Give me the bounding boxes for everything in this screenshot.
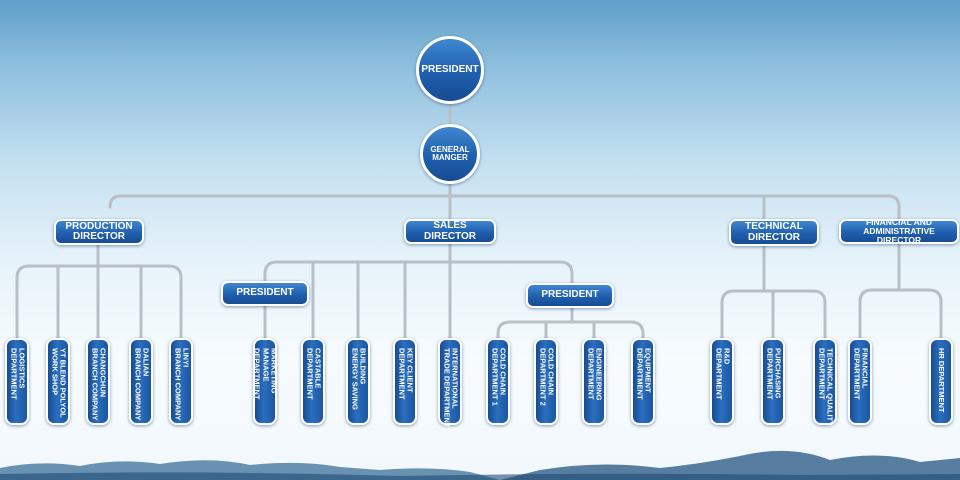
dept-label-line3: DEPARTMENT [252,348,262,400]
dept-label-line1: YT BLEND POLYOL [58,348,68,418]
connector-financial-bus [858,288,943,342]
dept-label-line1: TECHNICAL QUALITY [825,348,835,427]
dept-label-line1: LINYI [181,348,191,368]
production-director-node[interactable]: PRODUCTION DIRECTOR [54,219,144,245]
dept-label-line2: DEPARTMENT [852,348,861,400]
general-manager-label-line2: MANGER [432,153,468,162]
dept-label-line2: BRANCH COMPANY [173,348,182,421]
president-label: PRESIDENT [421,63,479,75]
general-manager-label-line1: GENERAL [430,144,470,154]
dept-label-line2: BRANCH COMPANY [133,348,142,421]
dept-label-line1: COLD CHAIN [498,348,508,396]
dept-label-line2: DEPARTMENT 1 [490,348,499,406]
mountain-backdrop [0,450,960,480]
production-director-label-line2: DIRECTOR [72,231,126,242]
dept-label-line2: BRANCH COMPANY [90,348,99,421]
dept-label-line1: HR DEPARTMENT [937,348,947,413]
connector-sales-bus [263,260,574,286]
general-manager-node[interactable]: GENERAL MANGER [420,124,480,184]
dept-label-line1: LOGISTICS [17,348,27,389]
dept-label-line2: DEPARTMENT [586,348,595,400]
dept-label-line1: PURCHASING [773,348,783,399]
dept-label-line1: DALIAN [141,348,151,377]
hr-department-node[interactable]: HR DEPARTMENT [929,338,953,425]
dept-label-line2: DEPARTMENT [765,348,774,400]
financial-director-node[interactable]: FINANCIAL AND ADMINISTRATIVE DIRECTOR [839,217,959,245]
dept-label-line2: WORK SHOP [50,348,59,396]
dept-label-line1: COLD CHAIN [546,348,556,396]
sales-director-node[interactable]: SALES DIRECTOR [404,219,496,244]
dept-label-line2: DEPARTMENT 2 [538,348,547,406]
connector-director-bus [108,194,901,220]
dept-label-line1: BUILDING [358,348,368,385]
dept-label-line2: DEPARTMENT [397,348,406,400]
dept-label-line1: KEY CLIENT [405,348,415,393]
dept-label-line1: ENGINEERING [594,348,604,401]
right-president-label: PRESIDENT [541,289,599,301]
dept-label-line1: R&D [722,348,732,365]
production-director-label-line1: PRODUCTION [65,220,133,232]
left-president-node[interactable]: PRESIDENT [221,281,309,306]
right-president-node[interactable]: PRESIDENT [526,283,614,308]
dept-label-line1: CHANGCHUN [98,348,108,398]
dept-label-line1: FINANCIAL [860,348,870,389]
connector-right-president-bus [496,320,645,342]
technical-director-label-line2: DIRECTOR [747,231,801,243]
dept-label-line1: MARKETING [269,348,279,394]
dept-label-line2: DEPARTMENT [714,348,723,400]
left-president-label: PRESIDENT [236,287,294,299]
dept-label-line2: DEPARTMENT [305,348,314,400]
dept-label-line2: ENERGY SAVING [350,348,359,410]
president-node[interactable]: PRESIDENT [416,36,484,104]
dept-label-line1: CASTABLE [313,348,323,389]
dept-label-line2: MANAGE [261,348,271,382]
dept-label-line1: EQUIPMENT [643,348,653,393]
dept-label-line2: TRADE DEPARTMENT [442,348,451,428]
sales-director-label: SALES DIRECTOR [423,220,477,242]
technical-director-node[interactable]: TECHNICAL DIRECTOR [729,219,819,246]
financial-director-label-line2: ADMINISTRATIVE DIRECTOR [863,226,935,245]
dept-label-line1: INTERNATIONAL [450,348,460,409]
dept-label-line2: DEPARTMENT [9,348,18,400]
technical-director-label-line1: TECHNICAL [745,221,803,232]
financial-director-label-line1: FINANCIAL AND [865,217,933,228]
dept-label-line2: DEPARTMENT [817,348,826,400]
dept-label-line2: DEPARTMENT [635,348,644,400]
